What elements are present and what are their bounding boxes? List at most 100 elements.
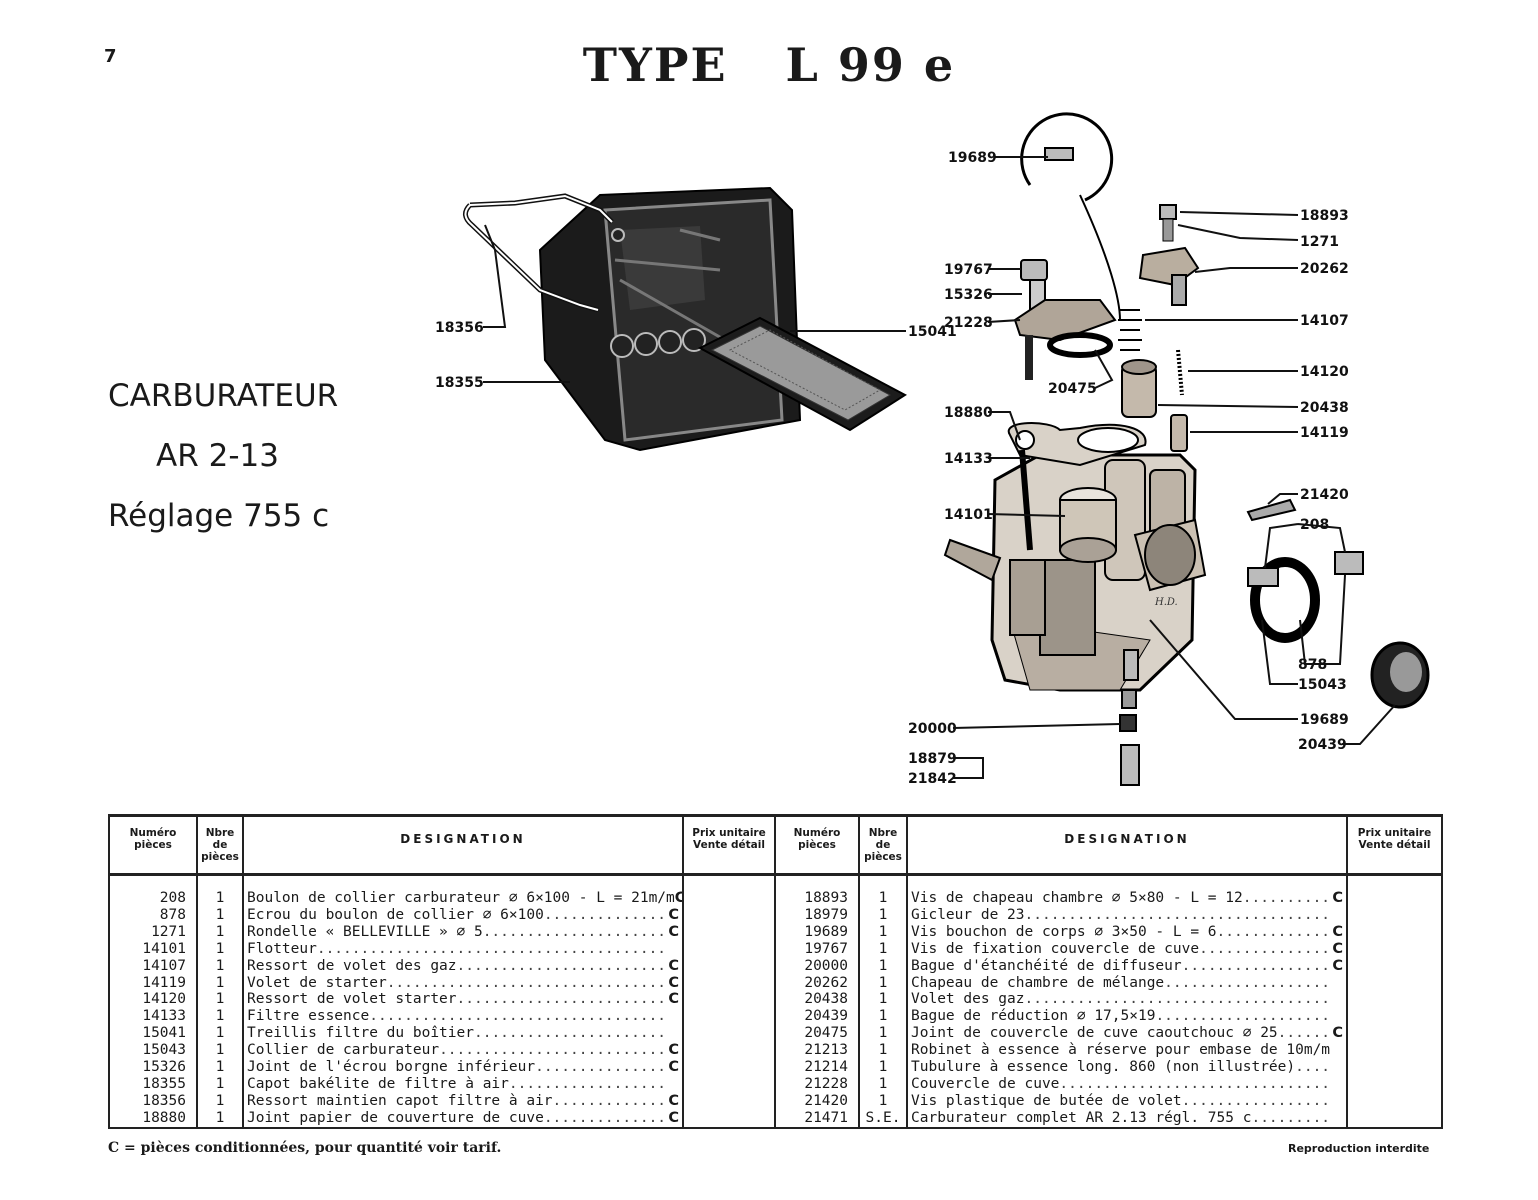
callout-15326: 15326 — [944, 287, 993, 303]
part-number: 20438 — [775, 991, 860, 1009]
part-number: 14119 — [109, 974, 198, 992]
header-part-number: Numéro pièces — [109, 815, 198, 876]
part-number: 21228 — [775, 1075, 860, 1093]
part-quantity: 1 — [197, 923, 244, 941]
part-number: 20475 — [775, 1025, 860, 1043]
part-number: 15041 — [109, 1025, 198, 1043]
carburetor-heading: CARBURATEUR — [108, 378, 339, 414]
part-quantity: 1 — [859, 1075, 908, 1093]
designation-text: Vis bouchon de corps ⌀ 3×50 - L = 6 — [911, 923, 1217, 940]
part-price — [683, 1025, 776, 1043]
part-designation: Volet de starterC — [243, 974, 684, 992]
part-designation: Filtre essence — [243, 1008, 684, 1026]
designation-text: Joint de l'écrou borgne inférieur — [247, 1059, 536, 1076]
conditioned-flag: C — [675, 890, 681, 907]
part-price — [1347, 1042, 1443, 1060]
carburetor-body — [943, 422, 1207, 692]
part-quantity: 1 — [859, 974, 908, 992]
header-quantity: Nbre de pièces — [859, 815, 908, 876]
part-number: 20000 — [775, 957, 860, 975]
designation-text: Carburateur complet AR 2.13 régl. 755 c — [911, 1109, 1252, 1126]
callout-18880: 18880 — [944, 405, 993, 421]
dot-leader — [1278, 1025, 1329, 1042]
part-quantity: 1 — [197, 974, 244, 992]
part-designation: Vis de fixation couvercle de cuveC — [907, 940, 1348, 958]
retaining-spring-wire — [463, 193, 614, 313]
conditioned-flag — [1329, 975, 1343, 992]
designation-text: Vis plastique de butée de volet — [911, 1092, 1182, 1109]
dot-leader — [544, 1110, 665, 1127]
dot-leader — [1155, 1008, 1329, 1025]
part-number: 19767 — [775, 940, 860, 958]
conditioned-flag: C — [668, 991, 679, 1008]
leader-lines — [483, 156, 1396, 779]
callout-208: 208 — [1300, 517, 1329, 533]
part-quantity: 1 — [197, 1025, 244, 1043]
conditioned-flag — [1329, 1076, 1343, 1093]
callout-20438: 20438 — [1300, 400, 1349, 416]
carburetor-setting: Réglage 755 c — [108, 498, 330, 534]
part-designation: Ressort de volet starter C — [243, 991, 684, 1009]
conditioned-flag — [665, 941, 679, 958]
part-designation: Rondelle « BELLEVILLE » ⌀ 5 C — [243, 923, 684, 941]
part-number: 1271 — [109, 923, 198, 941]
part-quantity: 1 — [859, 991, 908, 1009]
part-price — [683, 1059, 776, 1076]
dot-leader — [1025, 991, 1330, 1008]
designation-text: Rondelle « BELLEVILLE » ⌀ 5 — [247, 923, 483, 940]
callout-18879: 18879 — [908, 751, 957, 767]
parts-table: Numéro pièces Nbre de pièces DESIGNATION… — [108, 814, 1443, 1129]
part-quantity: 1 — [197, 1008, 244, 1026]
part-number: 19689 — [775, 923, 860, 941]
part-number: 14133 — [109, 1008, 198, 1026]
designation-text: Chapeau de chambre de mélange — [911, 974, 1165, 991]
callout-20262: 20262 — [1300, 261, 1349, 277]
dot-leader — [439, 1042, 665, 1059]
dot-leader — [553, 1093, 665, 1110]
part-number: 18356 — [109, 1092, 198, 1110]
conditioned-flag — [665, 1025, 679, 1042]
part-quantity: 1 — [197, 1075, 244, 1093]
conditioned-flag — [665, 1008, 679, 1025]
part-number: 18880 — [109, 1109, 198, 1128]
designation-text: Bague de réduction ⌀ 17,5×19 — [911, 1008, 1156, 1025]
filter-mesh — [697, 316, 907, 432]
part-quantity: 1 — [197, 1059, 244, 1076]
part-number: 18355 — [109, 1075, 198, 1093]
callout-18356: 18356 — [435, 320, 484, 336]
callout-14119: 14119 — [1300, 425, 1349, 441]
callout-18893: 18893 — [1300, 208, 1349, 224]
part-designation: Ressort de volet des gazC — [243, 957, 684, 975]
part-price — [1347, 1025, 1443, 1043]
callout-15041: 15041 — [908, 324, 957, 340]
air-filter-housing — [538, 186, 802, 452]
designation-text: Boulon de collier carburateur ⌀ 6×100 - … — [247, 890, 675, 906]
part-designation: Couvercle de cuve — [907, 1075, 1348, 1093]
dot-leader — [1243, 890, 1329, 907]
part-designation: Capot bakélite de filtre à air — [243, 1075, 684, 1093]
conditioned-flag: C — [1332, 957, 1343, 974]
conditioned-flag: C — [668, 923, 679, 940]
designation-text: Volet des gaz — [911, 991, 1025, 1008]
designation-text: Ressort de volet starter — [247, 991, 457, 1008]
part-designation: Joint de couvercle de cuve caoutchouc ⌀ … — [907, 1025, 1348, 1043]
carburetor-top-parts — [1013, 204, 1200, 452]
dot-leader — [1295, 1059, 1329, 1076]
table-header-row: Numéro pièces Nbre de pièces DESIGNATION… — [109, 815, 1443, 876]
conditioned-flag: C — [668, 957, 679, 974]
part-quantity: 1 — [859, 874, 908, 907]
part-designation: Carburateur complet AR 2.13 régl. 755 c — [907, 1109, 1348, 1128]
conditioned-flag: C — [668, 1059, 679, 1076]
part-designation: Vis de chapeau chambre ⌀ 5×80 - L = 12C — [907, 874, 1348, 907]
part-designation: Joint papier de couverture de cuveC — [243, 1109, 684, 1128]
part-quantity: 1 — [197, 991, 244, 1009]
part-price — [683, 923, 776, 941]
part-price — [1347, 874, 1443, 907]
callout-21420: 21420 — [1300, 487, 1349, 503]
callout-18355: 18355 — [435, 375, 484, 391]
part-designation: Bague de réduction ⌀ 17,5×19 — [907, 1008, 1348, 1026]
designation-text: Flotteur — [247, 940, 317, 957]
